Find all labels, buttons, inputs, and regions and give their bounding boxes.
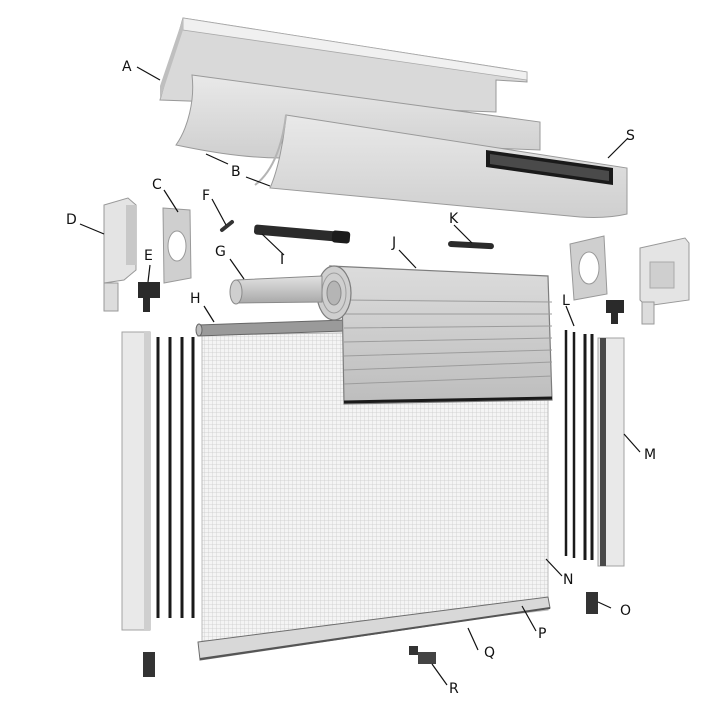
label-h: H	[190, 291, 201, 307]
end-stop-right	[586, 592, 598, 614]
spring-rod	[253, 224, 351, 244]
label-p: P	[538, 626, 546, 642]
label-q: Q	[484, 645, 495, 661]
label-a: A	[122, 59, 132, 75]
label-n: N	[563, 572, 573, 588]
label-m: M	[644, 447, 656, 463]
roller-tube	[229, 275, 323, 305]
bottom-bar	[197, 596, 551, 661]
guide-rail-right	[597, 337, 625, 567]
part-labels: A B C D E F G H I J K L M N O P Q R S	[66, 59, 656, 697]
seal-strips-right	[564, 330, 594, 560]
rolled-slats	[316, 265, 553, 405]
brush-seal	[486, 150, 613, 185]
label-b: B	[231, 164, 241, 180]
label-i: I	[280, 252, 284, 268]
clip-left	[138, 282, 160, 312]
label-g: G	[215, 244, 226, 260]
label-k: K	[449, 211, 459, 227]
label-e: E	[144, 248, 153, 264]
label-c: C	[152, 177, 162, 193]
end-stop-left	[143, 652, 155, 677]
label-d: D	[66, 212, 77, 228]
leader-lines	[79, 66, 641, 686]
seal-strips-left	[156, 337, 195, 618]
label-l: L	[562, 293, 570, 309]
label-j: J	[391, 235, 396, 251]
end-plate-left	[162, 207, 192, 284]
front-cover-panel	[254, 114, 628, 219]
clip-right	[606, 300, 624, 324]
latch-part	[409, 646, 436, 664]
label-r: R	[449, 681, 459, 697]
hook-part	[220, 220, 234, 232]
label-s: S	[626, 128, 635, 144]
label-f: F	[202, 188, 210, 204]
end-plate-right	[569, 235, 608, 301]
guide-rail-left	[121, 331, 151, 631]
label-o: O	[620, 603, 631, 619]
side-cap-right	[639, 237, 690, 325]
connector-part	[448, 241, 494, 250]
side-cap-left	[103, 197, 137, 312]
